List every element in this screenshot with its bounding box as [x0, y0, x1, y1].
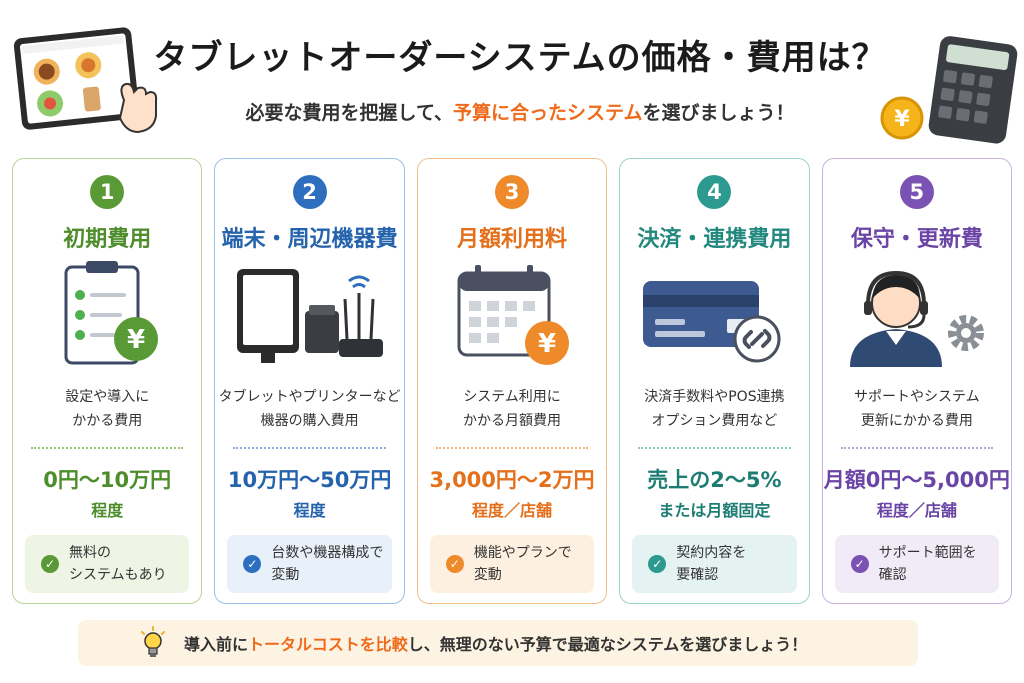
- check-icon: ✓: [243, 555, 262, 573]
- subtitle-highlight: 予算に合ったシステム: [453, 102, 643, 124]
- note-line: 台数や機器構成で: [271, 545, 384, 561]
- price-range: 月額0円〜5,000円: [823, 468, 1010, 492]
- tablet-menu-icon: [13, 27, 158, 134]
- title-area: タブレットオーダーシステムの価格・費用は？: [140, 26, 900, 82]
- lightbulb-icon: [141, 626, 165, 657]
- card-number: 3: [495, 175, 530, 209]
- price-sub: 程度／店舗: [472, 501, 553, 520]
- bottom-banner: 導入前にトータルコストを比較し、無理のない予算で最適なシステムを選びましょう！: [78, 620, 918, 666]
- card-title: 初期費用: [63, 227, 152, 252]
- svg-text:¥: ¥: [127, 325, 145, 355]
- svg-text:¥: ¥: [894, 107, 910, 132]
- subtitle-pre: 必要な費用を把握して、: [245, 102, 454, 124]
- page-title: タブレットオーダーシステムの価格・費用は？: [153, 37, 887, 78]
- price-range: 売上の2〜5%: [647, 468, 782, 492]
- card-description: 決済手数料やPOS連携 オプション費用など: [620, 385, 808, 433]
- calculator-yen-icon: ¥: [880, 36, 1018, 144]
- support-headset-gear-icon: [849, 270, 984, 367]
- cost-card-devices: 2 端末・周辺機器費 タブレットやプリンターなど 機器の購入費用 10万円〜50…: [214, 158, 405, 604]
- note-line: システムもあり: [69, 567, 167, 583]
- dotted-divider: [638, 447, 791, 449]
- note-box: ✓ 機能やプランで 変動: [429, 535, 595, 593]
- desc-line: システム利用に: [463, 389, 561, 405]
- price-sub: 程度: [293, 501, 326, 520]
- note-line: 確認: [878, 567, 907, 583]
- calendar-yen-icon: ¥: [457, 265, 570, 365]
- card-title: 決済・連携費用: [637, 227, 792, 252]
- check-icon: ✓: [850, 555, 869, 573]
- dotted-divider: [435, 447, 589, 449]
- card-description: システム利用に かかる月額費用: [418, 385, 606, 433]
- desc-line: オプション費用など: [651, 413, 778, 429]
- desc-line: 設定や導入に: [65, 389, 150, 405]
- card-description: タブレットやプリンターなど 機器の購入費用: [215, 385, 403, 433]
- price-range: 3,000円〜2万円: [429, 468, 595, 492]
- note-line: 要確認: [676, 567, 719, 583]
- banner-text: 導入前にトータルコストを比較し、無理のない予算で最適なシステムを選びましょう！: [184, 631, 807, 655]
- card-description: サポートやシステム 更新にかかる費用: [823, 385, 1011, 433]
- clipboard-yen-icon: ¥: [64, 261, 159, 365]
- note-line: 機能やプランで: [473, 545, 572, 561]
- cost-card-payment: 4 決済・連携費用 決済手数料やPOS連携 オプション費用など 売上の2〜5% …: [619, 158, 810, 604]
- subtitle: 必要な費用を把握して、予算に合ったシステムを選びましょう！: [160, 98, 880, 125]
- card-description: 設定や導入に かかる費用: [13, 385, 201, 433]
- banner-highlight: トータルコストを比較: [248, 635, 408, 654]
- banner-post: し、無理のない予算で最適なシステムを選びましょう！: [407, 635, 808, 654]
- dotted-divider: [233, 447, 386, 449]
- desc-line: 更新にかかる費用: [860, 413, 973, 429]
- note-line: 契約内容を: [676, 545, 747, 561]
- desc-line: タブレットやプリンターなど: [218, 389, 401, 405]
- note-box: ✓ 台数や機器構成で 変動: [227, 535, 392, 593]
- card-title: 保守・更新費: [850, 227, 983, 252]
- card-title: 端末・周辺機器費: [221, 227, 398, 252]
- cost-card-monthly: 3 月額利用料 ¥ システム利用に かかる月額費用 3,000円〜2万円 程度／…: [416, 158, 608, 604]
- dotted-divider: [840, 447, 994, 449]
- price-sub: 程度／店舗: [876, 501, 957, 520]
- svg-text:¥: ¥: [538, 329, 556, 359]
- desc-line: 決済手数料やPOS連携: [644, 389, 785, 405]
- desc-line: かかる費用: [72, 413, 143, 429]
- dotted-divider: [31, 447, 184, 449]
- check-icon: ✓: [445, 555, 464, 573]
- price-range: 10万円〜50万円: [227, 468, 392, 492]
- card-title: 月額利用料: [457, 227, 568, 252]
- card-number: 1: [90, 175, 125, 209]
- cost-cards: 1 初期費用 ¥ 設定や導入に かかる費用 0円〜10万円 程度 ✓ 無料の シ…: [12, 158, 1013, 604]
- banner-pre: 導入前に: [184, 635, 249, 654]
- note-line: サポート範囲を: [878, 545, 977, 561]
- desc-line: かかる月額費用: [463, 413, 562, 429]
- card-number: 2: [292, 175, 327, 209]
- note-line: 変動: [271, 567, 300, 583]
- subtitle-post: を選びましょう！: [642, 102, 795, 124]
- note-line: 変動: [473, 567, 502, 583]
- check-icon: ✓: [648, 555, 667, 573]
- cost-card-maintenance: 5 保守・更新費 サポートやシステム 更新にかかる費用 月額0円〜5,000円 …: [821, 158, 1013, 604]
- note-line: 無料の: [69, 545, 111, 561]
- note-box: ✓ 無料の システムもあり: [25, 535, 190, 593]
- price-range: 0円〜10万円: [43, 468, 172, 492]
- card-number: 5: [899, 175, 934, 209]
- card-number: 4: [697, 175, 732, 209]
- check-icon: ✓: [41, 555, 59, 573]
- desc-line: 機器の購入費用: [260, 413, 359, 429]
- desc-line: サポートやシステム: [854, 389, 980, 405]
- price-sub: 程度: [91, 501, 124, 520]
- cost-card-initial: 1 初期費用 ¥ 設定や導入に かかる費用 0円〜10万円 程度 ✓ 無料の シ…: [12, 158, 203, 604]
- note-box: ✓ サポート範囲を 確認: [834, 535, 1000, 593]
- tablet-printer-router-icon: [236, 269, 383, 363]
- note-box: ✓ 契約内容を 要確認: [632, 535, 797, 593]
- price-sub: または月額固定: [658, 501, 771, 520]
- credit-card-link-icon: [643, 281, 781, 363]
